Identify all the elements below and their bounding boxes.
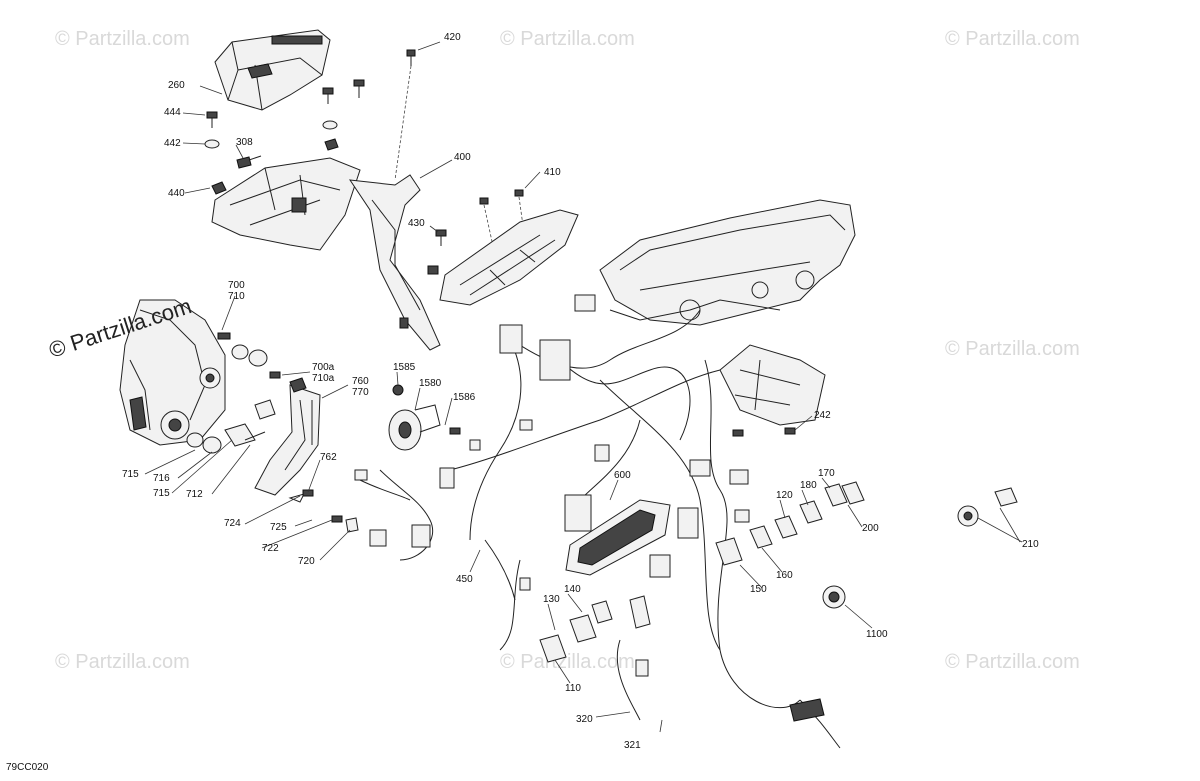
cluster-frame	[599, 199, 856, 326]
callout-700a: 700a	[312, 362, 335, 373]
callout-180: 180	[800, 480, 817, 491]
callout-710: 710	[228, 291, 245, 302]
callout-430: 430	[408, 218, 425, 229]
switches	[539, 481, 1018, 663]
callout-724: 724	[224, 518, 241, 529]
callout-1580: 1580	[419, 378, 442, 389]
bracket-400	[211, 157, 441, 351]
callout-120: 120	[776, 490, 793, 501]
callout-770: 770	[352, 387, 369, 398]
fasteners-top	[204, 49, 526, 275]
watermark: © Partzilla.com	[500, 28, 635, 50]
callout-308: 308	[236, 137, 253, 148]
callout-130: 130	[543, 594, 560, 605]
watermark: © Partzilla.com	[945, 651, 1080, 673]
callout-150: 150	[750, 584, 767, 595]
callout-160: 160	[776, 570, 793, 581]
watermark: © Partzilla.com	[945, 28, 1080, 50]
watermark: © Partzilla.com	[945, 338, 1080, 360]
callout-140: 140	[564, 584, 581, 595]
headlight-adjusters	[186, 344, 281, 454]
figure-code: 79CC020	[6, 762, 49, 773]
callout-410: 410	[544, 167, 561, 178]
callout-420: 420	[444, 32, 461, 43]
headlight-housing-700	[119, 299, 231, 446]
callout-labels: 420 260 444 442 308 440 400 410 430 700 …	[122, 32, 1039, 751]
callout-444: 444	[164, 107, 181, 118]
headlight-bracket-760	[254, 377, 359, 533]
display-600	[565, 499, 671, 576]
callout-725: 725	[270, 522, 287, 533]
callout-715: 715	[153, 488, 170, 499]
callout-1586: 1586	[453, 392, 476, 403]
callout-1585: 1585	[393, 362, 416, 373]
watermarks: © Partzilla.com © Partzilla.com © Partzi…	[55, 28, 1080, 673]
callout-200: 200	[862, 523, 879, 534]
callout-715: 715	[122, 469, 139, 480]
callout-321: 321	[624, 740, 641, 751]
watermark: © Partzilla.com	[55, 651, 190, 673]
callout-722: 722	[262, 543, 279, 554]
callout-442: 442	[164, 138, 181, 149]
callout-700: 700	[228, 280, 245, 291]
callout-242: 242	[814, 410, 831, 421]
callout-710a: 710a	[312, 373, 335, 384]
wiring-harness	[354, 294, 841, 749]
watermark: © Partzilla.com	[55, 28, 190, 50]
horn-1580	[388, 384, 461, 451]
callout-762: 762	[320, 452, 337, 463]
trim-panel-410	[439, 209, 579, 306]
callout-1100: 1100	[866, 629, 888, 640]
cover-260	[214, 29, 331, 111]
callout-450: 450	[456, 574, 473, 585]
callout-600: 600	[614, 470, 631, 481]
fuse-block-242	[719, 344, 826, 437]
callout-320: 320	[576, 714, 593, 725]
callout-716: 716	[153, 473, 170, 484]
leader-lines	[144, 41, 1023, 733]
callout-400: 400	[454, 152, 471, 163]
callout-110: 110	[565, 683, 581, 694]
callout-170: 170	[818, 468, 835, 479]
callout-260: 260	[168, 80, 185, 91]
callout-440: 440	[168, 188, 185, 199]
callout-760: 760	[352, 376, 369, 387]
watermark: © Partzilla.com	[500, 651, 635, 673]
callout-712: 712	[186, 489, 203, 500]
callout-720: 720	[298, 556, 315, 567]
callout-210: 210	[1022, 539, 1039, 550]
